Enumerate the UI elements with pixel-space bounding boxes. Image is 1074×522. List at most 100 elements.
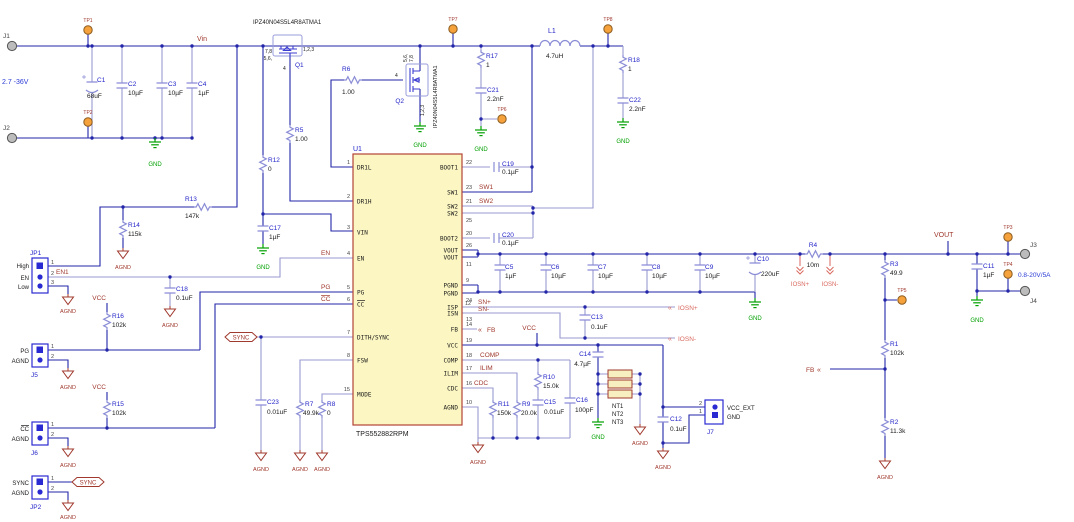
connector-jp2[interactable]: SYNC AGND JP2 1 2 — [12, 475, 54, 511]
resistor-r18[interactable]: R18 1 — [619, 54, 641, 74]
jack-j2[interactable] — [6, 132, 18, 144]
sense-network[interactable]: C13 0.1uF « IOSN+ « IOSN- — [579, 305, 698, 343]
testpoint-tp7[interactable] — [448, 24, 458, 34]
c6-value: 10µF — [551, 273, 566, 280]
u1-pin-dr1h: DR1H — [357, 199, 372, 206]
capacitor-c5[interactable]: C5 1µF — [494, 264, 517, 280]
resistor-r1[interactable]: R1 102k — [881, 339, 905, 359]
testpoint-tp6[interactable] — [497, 114, 507, 124]
jp2-pin1-num: 1 — [51, 476, 54, 482]
testpoint-tp5[interactable] — [897, 295, 907, 305]
c15-ref: C15 — [544, 399, 556, 406]
resistor-r8[interactable]: R8 0 — [318, 399, 336, 419]
u1-pin21-num: 21 — [466, 199, 472, 205]
capacitor-c10[interactable]: C10 220uF — [746, 256, 779, 278]
net-ties[interactable]: NT1 NT2 NT3 — [607, 369, 633, 426]
capacitor-c17[interactable]: C17 1µF — [257, 225, 282, 241]
resistor-r16[interactable]: VCC R16 102k — [92, 295, 127, 331]
capacitor-c2[interactable]: C2 10µF — [116, 81, 143, 97]
jack-j1[interactable] — [6, 40, 18, 52]
connector-j6[interactable]: CC AGND J6 1 2 — [12, 421, 54, 457]
testpoint-tp8[interactable] — [603, 24, 613, 34]
testpoint-tp1[interactable] — [83, 25, 93, 35]
capacitor-c20[interactable]: C20 0.1µF — [493, 232, 519, 247]
capacitor-c7[interactable]: C7 10µF — [587, 264, 613, 280]
u1-pin26-num: 26 — [466, 243, 472, 249]
resistor-r11[interactable]: R11 150k — [489, 399, 512, 419]
r12-value: 0 — [268, 166, 272, 173]
u1-pin10-num: 10 — [466, 400, 472, 406]
jack-j3[interactable] — [1019, 248, 1031, 260]
u1-pin-ilim: ILIM — [444, 371, 459, 378]
capacitor-c18[interactable]: C18 0.1uF — [164, 286, 193, 302]
resistor-r5[interactable]: R5 1.00 — [286, 124, 308, 144]
agnd-label: AGND — [60, 385, 76, 391]
net-label-ilim: ILIM — [480, 365, 493, 372]
q1-pins-56: 5,6, — [264, 56, 272, 62]
inductor-l1[interactable]: L1 4.7uH — [539, 28, 581, 60]
connector-jp1[interactable]: JP1 High EN Low 1 2 3 — [17, 250, 54, 294]
sync-flag-dith[interactable]: SYNC — [224, 332, 258, 342]
jp2-row2: AGND — [12, 491, 30, 497]
capacitor-c11[interactable]: C11 1µF — [971, 263, 995, 279]
jack-j4[interactable] — [1019, 285, 1031, 297]
output-jacks[interactable]: J3 J4 — [1019, 242, 1037, 305]
u1-pin18-num: 18 — [466, 353, 472, 359]
capacitor-c1[interactable]: C1 68uF — [82, 75, 106, 100]
c9-ref: C9 — [705, 264, 714, 271]
resistor-r10[interactable]: R10 15.0k — [534, 371, 560, 391]
j5-pin1-num: 1 — [51, 344, 54, 350]
r5-ref: R5 — [295, 127, 304, 134]
resistor-r15[interactable]: VCC R15 102k — [92, 384, 127, 419]
tp5-label: TP5 — [897, 288, 906, 294]
resistor-r7[interactable]: R7 49.9k — [296, 399, 320, 419]
u1-pin-isn: ISN — [447, 311, 458, 318]
net-label-iosn-n: IOSN- — [678, 336, 696, 343]
capacitor-c6[interactable]: C6 10µF — [540, 264, 566, 280]
testpoints-switch[interactable]: TP7 TP8 TP6 — [448, 17, 613, 124]
iosn-n-chevron-icon: « — [668, 336, 672, 343]
q1-ref: Q1 — [295, 62, 304, 69]
resistor-r13[interactable]: R13 147k — [185, 196, 213, 220]
testpoint-tp2[interactable] — [83, 117, 93, 127]
capacitor-c12[interactable]: C12 0.1uF — [657, 416, 687, 433]
testpoint-tp3[interactable] — [1003, 232, 1013, 242]
capacitor-c9[interactable]: C9 10µF — [694, 264, 720, 280]
capacitor-c23[interactable]: C23 0.01uF — [255, 399, 288, 416]
capacitor-c21[interactable]: C21 2.2nF — [475, 87, 504, 103]
capacitor-c4[interactable]: C4 1µF — [186, 81, 210, 97]
capacitor-c19[interactable]: C19 0.1µF — [493, 161, 519, 176]
transistor-q1[interactable]: IPZ40N04S5L4R8ATMA1 Q1 7,8 5,6, 1,2,3 4 — [253, 20, 322, 72]
connector-j7[interactable]: 2 1 VCC_EXT GND J7 — [699, 399, 755, 436]
resistor-r17[interactable]: R17 1 — [477, 49, 499, 69]
capacitor-c15[interactable]: C15 0.01uF — [532, 399, 565, 416]
c11-ref: C11 — [983, 263, 995, 270]
capacitor-c14[interactable]: C14 4.7µF — [574, 351, 604, 368]
resistor-r12[interactable]: R12 0 — [259, 154, 281, 174]
agnd-label: AGND — [162, 323, 178, 329]
c12-value: 0.1uF — [670, 426, 687, 433]
capacitor-c22[interactable]: C22 2.2nF — [617, 97, 646, 113]
resistor-r9[interactable]: R9 20.0k — [513, 399, 538, 419]
c8-ref: C8 — [652, 264, 661, 271]
transistor-q2[interactable]: Q2 IPZ40N04S5L4R8ATMA1 5,6, 7,8 1,2,3 4 — [395, 54, 439, 128]
resistor-r14[interactable]: R14 115k — [119, 219, 143, 239]
ic-u1[interactable]: U1 TPS552882RPM DR1L DR1H VIN EN PG CC D… — [344, 146, 472, 438]
sync-flag-jp2[interactable]: SYNC — [71, 477, 105, 487]
testpoints-input[interactable]: TP1 TP2 — [83, 18, 93, 127]
resistor-r2[interactable]: R2 11.3k — [881, 417, 906, 437]
resistor-r4[interactable]: R4 10m — [804, 242, 824, 269]
testpoint-tp4[interactable] — [1003, 269, 1013, 279]
connector-j5[interactable]: PG AGND J5 1 2 — [12, 343, 54, 379]
resistor-r3[interactable]: R3 49.9 — [881, 259, 903, 279]
c19-value: 0.1µF — [502, 169, 519, 176]
capacitor-c8[interactable]: C8 10µF — [641, 264, 667, 280]
input-jacks[interactable]: J1 J2 2.7 -36V — [2, 33, 29, 144]
resistor-r6[interactable]: R6 1.00 — [342, 66, 363, 96]
u1-pin-fsw: FSW — [357, 358, 368, 365]
testpoints-output[interactable]: TP3 TP4 — [1003, 225, 1013, 279]
capacitor-c3[interactable]: C3 10µF — [156, 81, 183, 97]
c10-ref: C10 — [757, 256, 769, 263]
capacitor-c16[interactable]: C16 100pF — [564, 397, 594, 414]
